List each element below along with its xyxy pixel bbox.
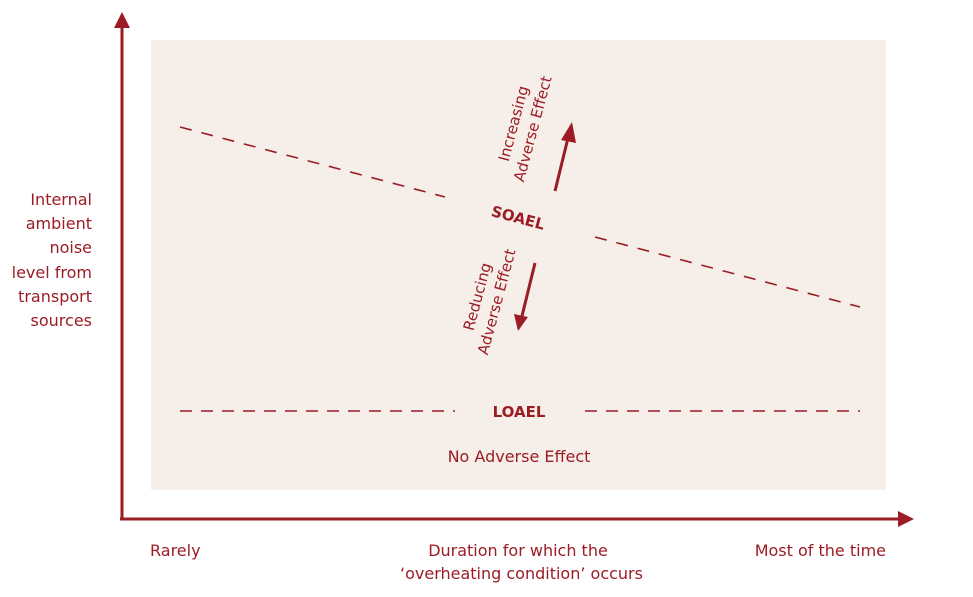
y-label-line: level from [11,262,92,282]
y-label-line: transport [18,286,92,306]
arrow-down-icon [514,314,528,331]
no-adverse-effect-label: No Adverse Effect [448,447,591,466]
y-label-line: sources [30,311,92,331]
x-label-left: Rarely [150,541,201,560]
diagram-panel [151,40,886,490]
y-label-line: noise [49,238,92,258]
soael-line [179,126,861,308]
arrow-up-icon [561,122,576,143]
x-title-line: Duration for which the [428,541,608,560]
x-title-line: ‘overheating condition’ occurs [400,564,643,583]
y-axis-label: Internal ambient noise level from transp… [0,188,92,333]
x-label-right: Most of the time [754,541,886,560]
y-label-line: Internal [30,190,92,209]
reducing-arrow-shaft [520,262,537,317]
x-axis-arrowhead-icon [898,511,914,527]
loael-label: LOAEL [493,403,546,421]
y-label-line: ambient [25,214,92,234]
x-axis-title: Duration for which the ‘overheating cond… [400,539,643,585]
increasing-arrow-shaft [553,137,570,192]
y-axis-arrowhead-icon [114,12,130,28]
